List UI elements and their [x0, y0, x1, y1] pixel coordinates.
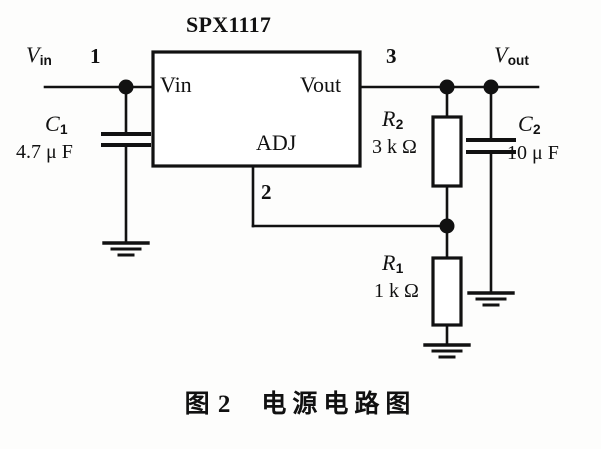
- component-label-c1-index: 1: [59, 122, 68, 137]
- component-value-r2: 3 k Ω: [372, 136, 417, 158]
- pin-number-2-label: 2: [261, 180, 272, 204]
- component-label-c2: C2: [518, 111, 541, 137]
- net-label-vin-symbol: V: [26, 42, 40, 67]
- junction-dot-divider-mid: [439, 218, 455, 234]
- component-label-r1-index: 1: [395, 261, 404, 276]
- junction-dot-vout: [483, 79, 499, 95]
- figure-caption-number: 图 2: [184, 391, 232, 418]
- component-value-c1: 4.7 μ F: [16, 141, 73, 163]
- resistor-r1-body: [431, 256, 463, 327]
- junction-dot-r2-top: [439, 79, 455, 95]
- pin-number-3-label: 3: [386, 44, 397, 68]
- component-label-c1: C1: [45, 111, 68, 137]
- resistor-r2-body: [431, 115, 463, 188]
- ic-body-rect: [151, 50, 362, 168]
- component-label-c1-designator: C: [45, 111, 60, 136]
- component-label-c2-designator: C: [518, 111, 533, 136]
- component-label-c2-index: 2: [532, 122, 541, 137]
- net-label-vin: Vin: [26, 42, 52, 68]
- ic-part-number-label: SPX1117: [186, 12, 272, 37]
- ic-pin-label-vin: Vin: [160, 72, 192, 97]
- component-label-r2: R2: [382, 106, 404, 132]
- net-label-vout-symbol: V: [494, 42, 508, 67]
- net-label-vout: Vout: [494, 42, 529, 68]
- component-label-r2-designator: R: [382, 106, 396, 131]
- net-label-vout-sub: out: [507, 53, 529, 68]
- ic-pin-label-adj: ADJ: [256, 130, 297, 155]
- net-label-vin-sub: in: [39, 53, 52, 68]
- ic-pin-label-vout: Vout: [300, 72, 342, 97]
- figure-caption: 图 2 电源电路图: [0, 392, 601, 417]
- component-label-r1-designator: R: [382, 250, 396, 275]
- component-label-r1: R1: [382, 250, 404, 276]
- component-label-r2-index: 2: [395, 117, 404, 132]
- pin-number-1-label: 1: [90, 44, 101, 68]
- figure-caption-text: 电源电路图: [261, 391, 417, 418]
- component-value-r1: 1 k Ω: [374, 280, 419, 302]
- junction-dot-vin: [118, 79, 134, 95]
- component-value-c2: 10 μ F: [507, 142, 559, 164]
